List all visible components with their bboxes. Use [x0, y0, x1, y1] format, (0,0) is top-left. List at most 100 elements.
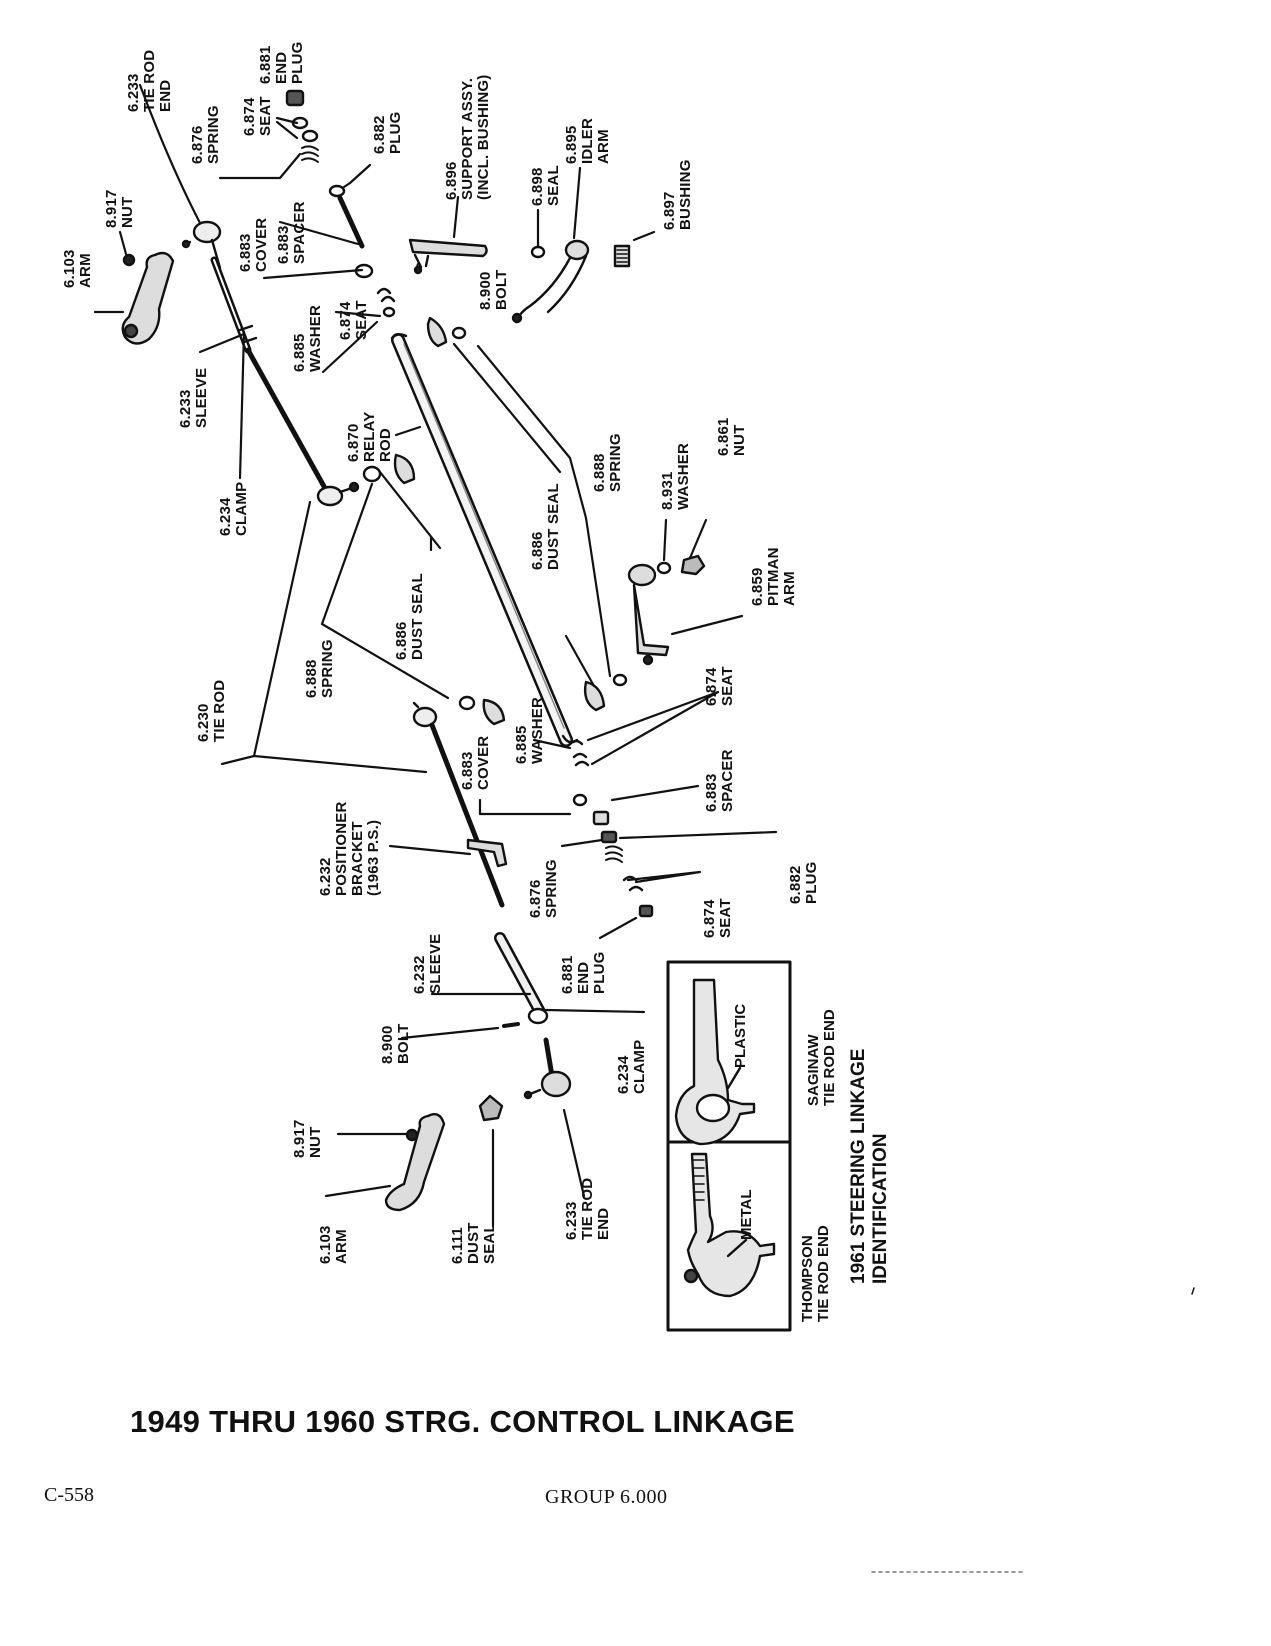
callout-line: 6.895 [563, 125, 580, 164]
lower-arm-part [384, 1094, 504, 1212]
callout-line: SEAT [719, 666, 736, 706]
support-assembly-part [408, 238, 488, 275]
callout-line: SPACER [719, 749, 736, 812]
callout-line: 6.874 [701, 899, 718, 938]
callout-line: 6.861 [715, 417, 732, 456]
callout-line: 6.234 [217, 497, 234, 536]
callout-line: NUT [307, 1126, 324, 1158]
callout-line: 6.874 [241, 97, 258, 136]
callout-line: PLUG [803, 861, 820, 904]
callout-line: DUST [465, 1222, 482, 1264]
callout-line: 6.885 [513, 725, 530, 764]
callout-line: 6.233 [563, 1201, 580, 1240]
callout-line: 6.881 [559, 955, 576, 994]
callout-line: ROD [377, 428, 394, 462]
callout-line: DUST SEAL [545, 483, 562, 570]
callout-line: 6.876 [527, 879, 544, 918]
callout-line: 6.883 [703, 773, 720, 812]
callout-line: BUSHING [677, 159, 694, 230]
callout-line: 6.874 [703, 667, 720, 706]
callout-line: 6.898 [529, 167, 546, 206]
callout-line: 6.881 [257, 45, 274, 84]
callout-line: 6.859 [749, 567, 766, 606]
upper-tie-rod-part [210, 256, 360, 507]
callout-line: ARM [781, 571, 798, 606]
callout-line: WASHER [307, 304, 324, 372]
lower-tie-rod-part [412, 701, 508, 908]
callout-line: TIE ROD [141, 49, 158, 112]
callout-line: SPRING [205, 105, 222, 164]
callout-line: WASHER [675, 442, 692, 510]
callout-line: 8.917 [103, 189, 120, 228]
callout-line: END [157, 79, 174, 112]
callout-line: SEAT [717, 898, 734, 938]
callout-line: 6.882 [787, 865, 804, 904]
inset-plastic-label: PLASTIC [732, 1003, 749, 1068]
callout-line: SPACER [291, 201, 308, 264]
callout-line: SUPPORT ASSY. [459, 77, 476, 200]
callout-line: TIE ROD [579, 1177, 596, 1240]
upper-tie-rod-end-part [181, 220, 222, 270]
pitman-arm-part [627, 554, 706, 666]
callout-line: SPRING [319, 639, 336, 698]
callout-line: NUT [731, 424, 748, 456]
callout-line: NUT [119, 196, 136, 228]
scan-specks [871, 1287, 1195, 1573]
callout-line: 6.888 [303, 659, 320, 698]
callout-line: 6.103 [317, 1225, 334, 1264]
callout-line: ARM [333, 1229, 350, 1264]
callout-line: 6.888 [591, 453, 608, 492]
inset-metal-label: METAL [738, 1189, 755, 1240]
callout-line: DUST SEAL [409, 573, 426, 660]
lower-tie-rod-end-part [502, 1022, 572, 1100]
callout-line: 6.233 [177, 389, 194, 428]
callout-line: 6.870 [345, 423, 362, 462]
callout-line: (1963 P.S.) [365, 819, 382, 896]
callout-line: SEAL [545, 165, 562, 206]
mid-left-fittings [362, 453, 416, 485]
upper-plug-stack-part [285, 89, 374, 279]
callout-line: COVER [475, 735, 492, 790]
callout-line: 6.876 [189, 125, 206, 164]
upper-arm-part [121, 251, 175, 345]
callout-line: 6.883 [275, 225, 292, 264]
identification-inset-box [666, 960, 792, 1332]
callout-line: END [575, 961, 592, 994]
callout-line: IDLER [579, 118, 596, 164]
callout-line: ARM [77, 253, 94, 288]
callout-line: 6.230 [195, 703, 212, 742]
idler-arm-part [511, 239, 590, 324]
callout-line: SLEEVE [427, 933, 444, 994]
